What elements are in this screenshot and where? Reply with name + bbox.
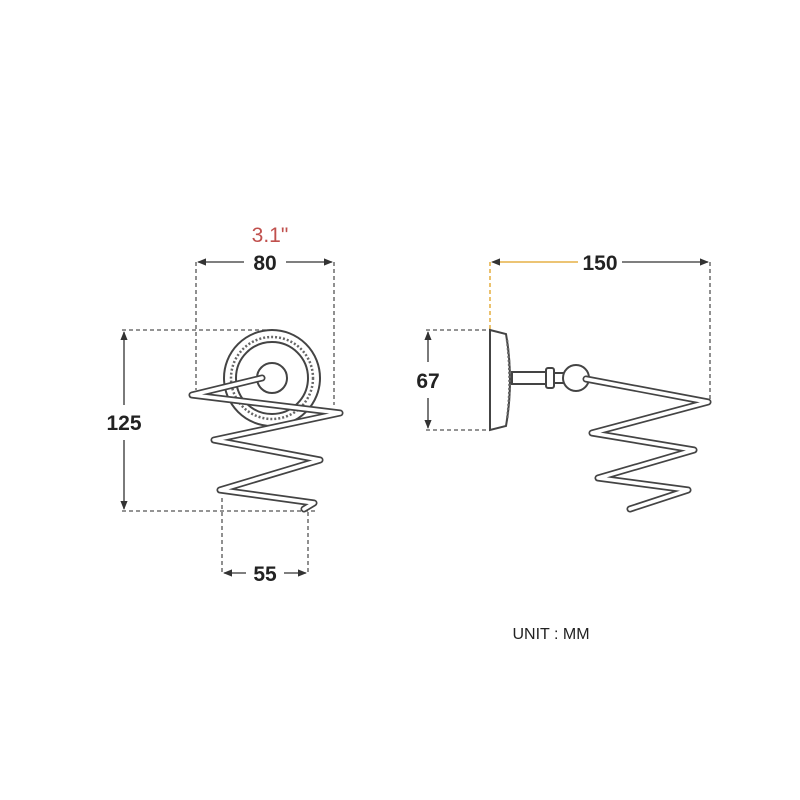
side-arm	[511, 364, 590, 392]
unit-label: UNIT : MM	[512, 626, 589, 643]
front-spiral-wire	[188, 374, 344, 513]
front-width-label: 80	[253, 252, 276, 275]
front-view: 3.1" 80 125 55	[106, 224, 344, 586]
front-height-label: 125	[106, 412, 141, 435]
front-width-inch-label: 3.1"	[252, 224, 289, 247]
side-spiral-wire	[582, 375, 712, 513]
side-plate-height-label: 67	[416, 370, 439, 393]
front-bottom-label: 55	[253, 563, 277, 586]
side-view: 150 67	[416, 252, 712, 513]
side-depth-label: 150	[582, 252, 617, 275]
side-wall-plate	[489, 328, 511, 432]
